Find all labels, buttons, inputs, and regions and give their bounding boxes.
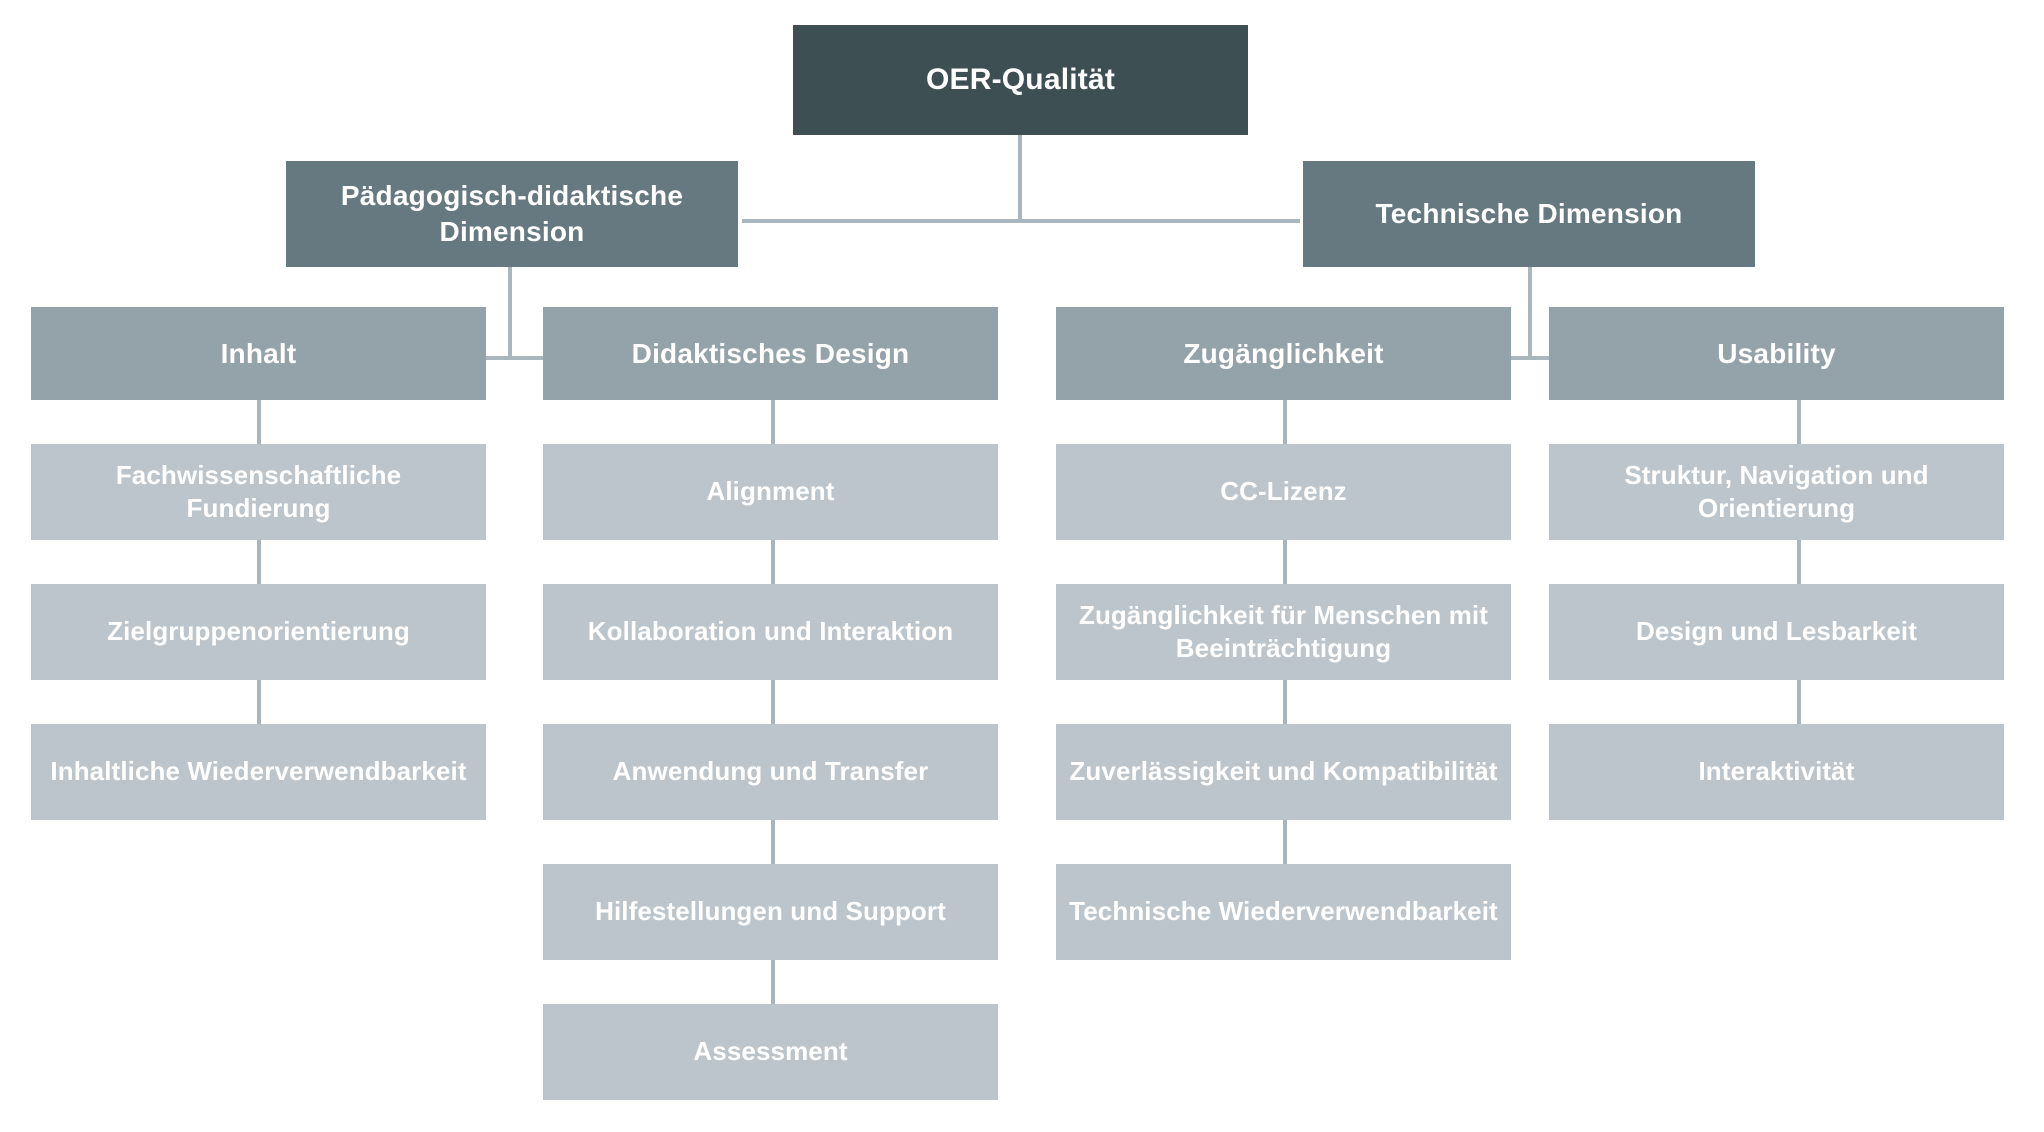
connector-didaktik-1 (771, 400, 775, 444)
node-criterion-zuverlaessigkeit-und-kompatibilitaet[interactable]: Zuverlässigkeit und Kompatibilität (1056, 724, 1511, 820)
node-criterion-technische-wiederverwendbarkeit[interactable]: Technische Wiederverwendbarkeit (1056, 864, 1511, 960)
node-category-didaktisches-design[interactable]: Didaktisches Design (543, 307, 998, 400)
node-criterion-cc-lizenz[interactable]: CC-Lizenz (1056, 444, 1511, 540)
connector-pedagogic-bus (428, 356, 592, 360)
connector-inhalt-3 (257, 680, 261, 724)
connector-zugang-4 (1283, 820, 1287, 864)
connector-technical-bus (1448, 356, 1612, 360)
connector-usability-1 (1797, 400, 1801, 444)
connector-technical-vertical (1528, 267, 1532, 359)
node-technische-dimension[interactable]: Technische Dimension (1303, 161, 1755, 267)
node-criterion-design-und-lesbarkeit[interactable]: Design und Lesbarkeit (1549, 584, 2004, 680)
node-criterion-kollaboration-und-interaktion[interactable]: Kollaboration und Interaktion (543, 584, 998, 680)
connector-zugang-2 (1283, 540, 1287, 584)
node-criterion-assessment[interactable]: Assessment (543, 1004, 998, 1100)
connector-usability-2 (1797, 540, 1801, 584)
node-criterion-hilfestellungen-und-support[interactable]: Hilfestellungen und Support (543, 864, 998, 960)
node-criterion-interaktivitaet[interactable]: Interaktivität (1549, 724, 2004, 820)
node-category-usability[interactable]: Usability (1549, 307, 2004, 400)
node-criterion-zugaenglichkeit-fuer-menschen-mit-beeintraechtigung[interactable]: Zugänglichkeit für Menschen mit Beeinträ… (1056, 584, 1511, 680)
node-category-zugaenglichkeit[interactable]: Zugänglichkeit (1056, 307, 1511, 400)
connector-didaktik-3 (771, 680, 775, 724)
connector-didaktik-4 (771, 820, 775, 864)
connector-didaktik-2 (771, 540, 775, 584)
connector-inhalt-1 (257, 400, 261, 444)
node-criterion-zielgruppenorientierung[interactable]: Zielgruppenorientierung (31, 584, 486, 680)
node-criterion-struktur-navigation-und-orientierung[interactable]: Struktur, Navigation und Orientierung (1549, 444, 2004, 540)
connector-zugang-3 (1283, 680, 1287, 724)
node-category-inhalt[interactable]: Inhalt (31, 307, 486, 400)
connector-root-vertical (1018, 135, 1022, 223)
node-criterion-alignment[interactable]: Alignment (543, 444, 998, 540)
connector-didaktik-5 (771, 960, 775, 1004)
node-criterion-inhaltliche-wiederverwendbarkeit[interactable]: Inhaltliche Wiederverwendbarkeit (31, 724, 486, 820)
connector-inhalt-2 (257, 540, 261, 584)
node-oer-qualitaet[interactable]: OER-Qualität (793, 25, 1248, 135)
node-paedagogisch-didaktische-dimension[interactable]: Pädagogisch-didaktische Dimension (286, 161, 738, 267)
connector-dimension-bus (742, 219, 1300, 223)
connector-zugang-1 (1283, 400, 1287, 444)
connector-usability-3 (1797, 680, 1801, 724)
node-criterion-anwendung-und-transfer[interactable]: Anwendung und Transfer (543, 724, 998, 820)
connector-pedagogic-vertical (508, 267, 512, 359)
node-criterion-fachwissenschaftliche-fundierung[interactable]: Fachwissenschaftliche Fundierung (31, 444, 486, 540)
